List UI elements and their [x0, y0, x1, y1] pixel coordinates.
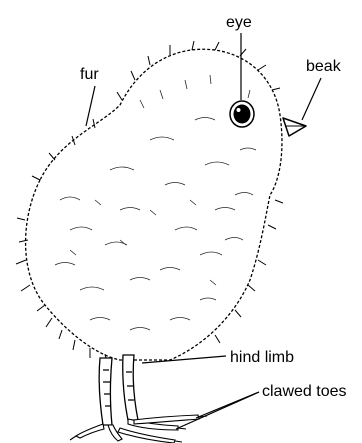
- label-hind-limb: hind limb: [230, 349, 294, 366]
- feet: [70, 415, 207, 443]
- label-clawed-toes: clawed toes: [262, 383, 347, 400]
- label-eye: eye: [226, 14, 252, 31]
- eye-shape: [230, 101, 254, 127]
- legs: [99, 355, 138, 425]
- beak-shape: [283, 118, 306, 136]
- label-beak: beak: [306, 58, 342, 75]
- label-fur: fur: [80, 66, 99, 83]
- chick-body: [16, 41, 283, 363]
